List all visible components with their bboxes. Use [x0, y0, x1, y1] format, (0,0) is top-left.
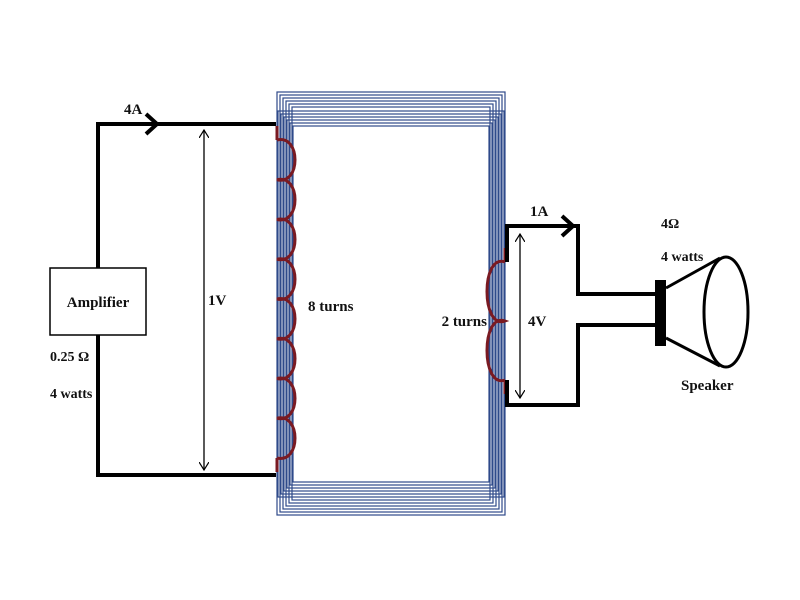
core-lamination-outer	[285, 100, 497, 507]
core-lamination-inner	[277, 110, 505, 498]
primary-current-label: 4A	[124, 102, 143, 118]
secondary-coil-winding	[485, 259, 510, 383]
core-lamination-outer	[282, 97, 500, 510]
primary-coil	[275, 126, 297, 472]
primary-coil-winding	[276, 138, 297, 460]
speaker-icon	[655, 255, 750, 369]
speaker-impedance: 4Ω	[661, 217, 679, 232]
secondary-circuit	[505, 224, 657, 407]
amplifier-power: 4 watts	[50, 387, 93, 402]
core-lamination-inner	[280, 113, 502, 495]
current-arrow-icon	[144, 112, 160, 136]
core-lamination-outer	[279, 94, 503, 513]
speaker-power: 4 watts	[661, 250, 704, 265]
amplifier-impedance: 0.25 Ω	[50, 350, 89, 365]
primary-turns-label: 8 turns	[308, 299, 354, 315]
core-lamination-outer	[276, 91, 506, 516]
speaker-label: Speaker	[681, 378, 734, 394]
secondary-turns-label: 2 turns	[442, 314, 488, 330]
primary-circuit	[96, 122, 276, 477]
current-arrow-icon	[560, 214, 576, 238]
core-lamination-inner	[283, 116, 499, 492]
core-lamination-inner	[286, 119, 496, 489]
primary-voltage-label: 1V	[208, 293, 227, 309]
secondary-current-label: 1A	[530, 204, 549, 220]
amplifier-label: Amplifier	[67, 295, 130, 311]
amplifier-box	[49, 267, 147, 336]
secondary-voltage-label: 4V	[528, 314, 547, 330]
